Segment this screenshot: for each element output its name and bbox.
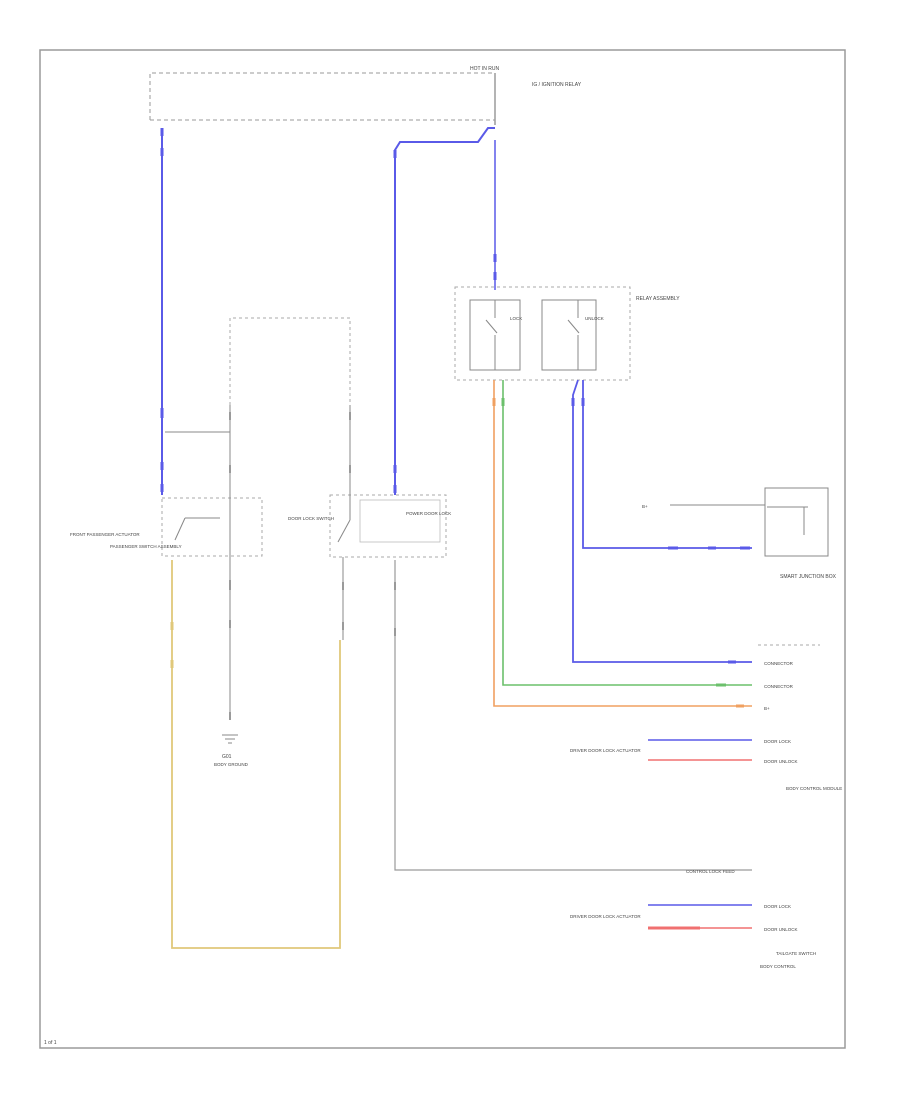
middle-box-inner xyxy=(359,499,441,543)
lower-pair-label: DRIVER DOOR LOCK ACTUATOR xyxy=(570,914,641,919)
relay-switch-b xyxy=(541,299,597,371)
relay-box-label: RELAY ASSEMBLY xyxy=(636,296,680,302)
upper-pair-r2: DOOR UNLOCK xyxy=(764,759,798,764)
left-switch-label: PASSENGER SWITCH ASSEMBLY xyxy=(110,544,182,549)
ground-sublabel: BODY GROUND xyxy=(214,762,249,767)
lower-pair-r3: TAILGATE SWITCH xyxy=(776,951,816,956)
right-module xyxy=(764,487,829,557)
middle-box-label: POWER DOOR LOCK xyxy=(406,511,451,516)
lower-pair-r2: DOOR UNLOCK xyxy=(764,927,798,932)
connector-label-1: CONNECTOR xyxy=(764,661,794,666)
top-bus-label: HOT IN RUN xyxy=(470,66,499,72)
relay-switch-a xyxy=(469,299,521,371)
ground-label: G01 xyxy=(222,754,232,760)
lower-signal-pair xyxy=(648,904,752,929)
middle-blue-wire xyxy=(394,127,495,495)
upper-signal-pair xyxy=(648,739,752,761)
gray-stubs xyxy=(229,412,396,720)
right-module-feed-label: B+ xyxy=(642,504,648,509)
right-group-label: BODY CONTROL MODULE xyxy=(786,786,842,791)
page-ref: 1 of 1 xyxy=(44,1040,57,1046)
green-wire-ticks xyxy=(501,398,726,687)
middle-switch-symbol xyxy=(337,405,351,640)
yellow-wire xyxy=(171,560,341,949)
left-actuator-box xyxy=(161,497,263,557)
ground-symbol xyxy=(222,734,238,744)
right-module-internal xyxy=(767,506,808,535)
middle-switch-label: DOOR LOCK SWITCH xyxy=(288,516,334,521)
right-blue-wire xyxy=(572,379,752,663)
connector-label-3: B+ xyxy=(764,706,770,711)
gray-wire-label: CONTROL LOCK FEED xyxy=(686,869,735,874)
right-module-label: SMART JUNCTION BOX xyxy=(780,574,837,580)
green-wire xyxy=(502,380,752,686)
switch-b-label: UNLOCK xyxy=(585,316,604,321)
left-switch-symbol xyxy=(165,405,231,720)
left-dashed-harness xyxy=(229,317,351,405)
upper-pair-label: DRIVER DOOR LOCK ACTUATOR xyxy=(570,748,641,753)
diagram-frame xyxy=(39,49,846,1049)
top-power-bus xyxy=(149,72,495,121)
right-blue-ticks xyxy=(571,398,750,664)
switch-a-label: LOCK xyxy=(510,316,522,321)
middle-switch-box xyxy=(329,494,447,558)
relay-box xyxy=(454,286,631,381)
ignition-title: IG / IGNITION RELAY xyxy=(532,82,582,88)
gray-return-wire xyxy=(394,560,752,871)
connector-label-2: CONNECTOR xyxy=(764,684,794,689)
orange-wire-ticks xyxy=(492,398,744,708)
lower-pair-r4: BODY CONTROL xyxy=(760,964,796,969)
orange-wire xyxy=(493,380,752,707)
upper-pair-r1: DOOR LOCK xyxy=(764,739,791,744)
left-actuator-label: FRONT PASSENGER ACTUATOR xyxy=(70,532,140,537)
lower-pair-r1: DOOR LOCK xyxy=(764,904,791,909)
